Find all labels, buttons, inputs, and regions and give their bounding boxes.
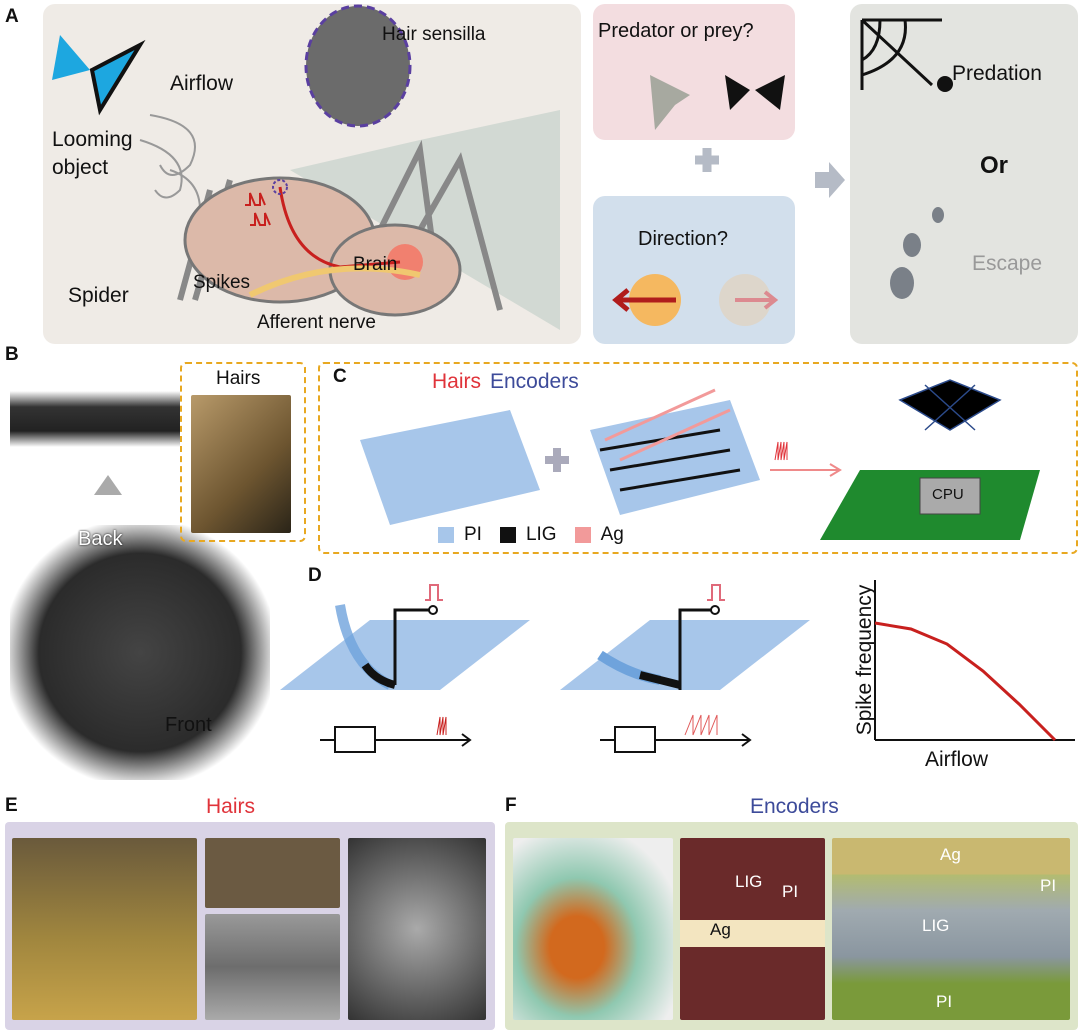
panel-label-d: D [308, 565, 322, 586]
plus-icon [695, 148, 719, 172]
chart-xlabel: Airflow [925, 748, 989, 771]
label-f-encoders: Encoders [750, 795, 839, 818]
label-brain: Brain [353, 254, 398, 275]
robot-photo-top [10, 375, 180, 455]
label-direction: Direction? [638, 228, 729, 250]
label-afferent-nerve: Afferent nerve [257, 312, 377, 333]
panel-label-f: F [505, 795, 517, 816]
spider-icon [937, 76, 953, 92]
hair-microscope-zoom-photo [205, 914, 340, 1020]
spider-web-icon [860, 18, 942, 90]
legend-lig: LIG [525, 524, 557, 545]
legend-swatch-pi [438, 527, 454, 543]
lig-lines [599, 428, 741, 492]
encoder-micrograph [680, 838, 825, 1020]
cpu-chip [919, 477, 981, 515]
label-f-pi-3: PI [936, 992, 953, 1011]
label-back: Back [78, 528, 123, 550]
arrow-right-pink [735, 290, 779, 310]
label-front: Front [165, 714, 212, 736]
label-predation: Predation [952, 62, 1042, 85]
panel-label-a: A [5, 6, 19, 27]
sensor-sheet-1 [280, 620, 530, 690]
label-f-ag-1: Ag [710, 920, 731, 939]
panel-label-b: B [5, 344, 19, 365]
label-looming-1: Looming [52, 128, 133, 151]
label-f-pi-2: PI [1040, 876, 1057, 895]
legend: PI LIG Ag [438, 524, 624, 546]
label-c-hairs: Hairs [432, 370, 482, 393]
hair-microscope-photo [205, 838, 340, 908]
encoder-glove-photo [513, 838, 673, 1020]
chart-ylabel: Spike frequency [853, 584, 876, 736]
label-predator-or-prey: Predator or prey? [598, 20, 754, 42]
legend-swatch-ag [574, 527, 591, 543]
hairs-photo [191, 395, 291, 533]
sensor-sheet-2 [560, 620, 810, 690]
bird-icon [650, 75, 690, 130]
label-f-ag-2: Ag [940, 845, 961, 864]
sem-porous-photo [348, 838, 486, 1020]
ag-lines [604, 388, 731, 462]
arrow-left-icon [612, 288, 676, 312]
label-hair-sensilla: Hair sensilla [382, 24, 486, 45]
arrow-right-icon [815, 162, 845, 198]
butterfly-silhouette-icon [725, 75, 785, 110]
label-looming-2: object [52, 156, 109, 179]
label-e-hairs: Hairs [206, 795, 256, 818]
label-c-encoders: Encoders [490, 370, 579, 393]
spike-train-c [774, 441, 788, 461]
legend-pi: PI [464, 524, 482, 545]
chart-axes [874, 580, 1075, 741]
hairs-inset-box [180, 362, 306, 542]
label-or: Or [980, 152, 1009, 179]
encoder-sem-colored [832, 838, 1070, 1020]
label-cpu: CPU [932, 486, 964, 503]
label-f-pi-1: PI [782, 882, 799, 901]
legend-swatch-lig [499, 527, 516, 543]
arrow-up-icon [94, 475, 122, 495]
escaping-spiders-icon [890, 207, 944, 299]
butterfly-icon [52, 35, 146, 116]
spider-illustration [177, 139, 503, 317]
label-spikes: Spikes [193, 272, 251, 293]
panel-label-c: C [333, 366, 347, 387]
label-escape: Escape [972, 252, 1043, 275]
spike-frequency-curve [874, 621, 1057, 742]
panel-label-e: E [5, 795, 18, 816]
label-f-lig-1: LIG [735, 872, 763, 891]
panel-c-box [318, 362, 1078, 554]
robot-photo-bottom [10, 525, 270, 780]
plus-icon-c [545, 448, 569, 472]
spike-chart [874, 580, 1075, 742]
sem-hair-image [304, 4, 412, 128]
hairs-array-photo [12, 838, 197, 1020]
label-spider: Spider [68, 284, 129, 307]
hair-sheet [360, 410, 540, 525]
label-airflow: Airflow [170, 72, 234, 95]
neural-network-icon [898, 379, 1002, 431]
label-f-lig-2: LIG [922, 916, 950, 935]
arrow-to-cpu [770, 463, 842, 477]
label-hairs-inset: Hairs [216, 368, 261, 389]
legend-ag: Ag [600, 524, 624, 545]
